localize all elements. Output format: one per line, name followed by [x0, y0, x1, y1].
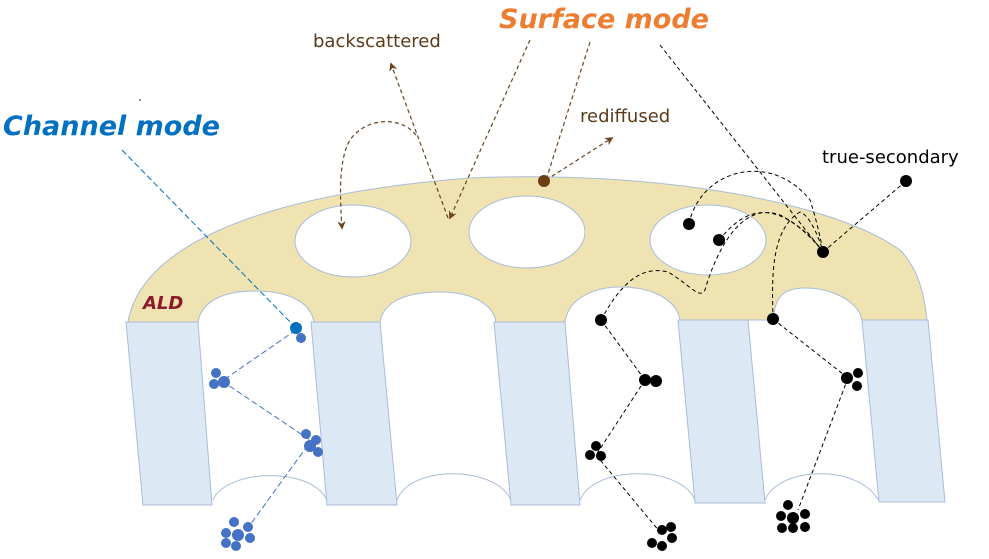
bottom-arc-2	[396, 473, 512, 501]
ald-pore-2	[468, 195, 586, 269]
rediffused-label: rediffused	[580, 106, 670, 127]
surface-mode-label: Surface mode	[499, 4, 709, 35]
channel-mode-label: Channel mode	[3, 111, 220, 142]
true-secondary-electrons	[585, 175, 912, 551]
channel-mode-path	[121, 149, 314, 526]
wall-1	[125, 321, 213, 506]
rediffused-electron	[538, 175, 550, 187]
wall-4	[677, 319, 766, 504]
surface-mode-paths	[337, 39, 614, 230]
channel-electrons	[209, 322, 323, 551]
true-secondary-label: true-secondary	[822, 147, 959, 168]
ald-pore-3	[649, 204, 767, 276]
bottom-arc-1	[212, 475, 328, 501]
ald-pore-1	[294, 204, 412, 278]
wall-3	[493, 321, 581, 506]
wall-5	[861, 319, 946, 503]
ald-label: ALD	[141, 293, 183, 314]
bottom-arc-4	[764, 473, 879, 501]
bottom-arc-3	[579, 473, 696, 501]
backscattered-label: backscattered	[313, 31, 441, 52]
true-secondary-paths	[595, 44, 907, 533]
stray-dot	[139, 99, 141, 101]
wall-2	[310, 321, 398, 506]
